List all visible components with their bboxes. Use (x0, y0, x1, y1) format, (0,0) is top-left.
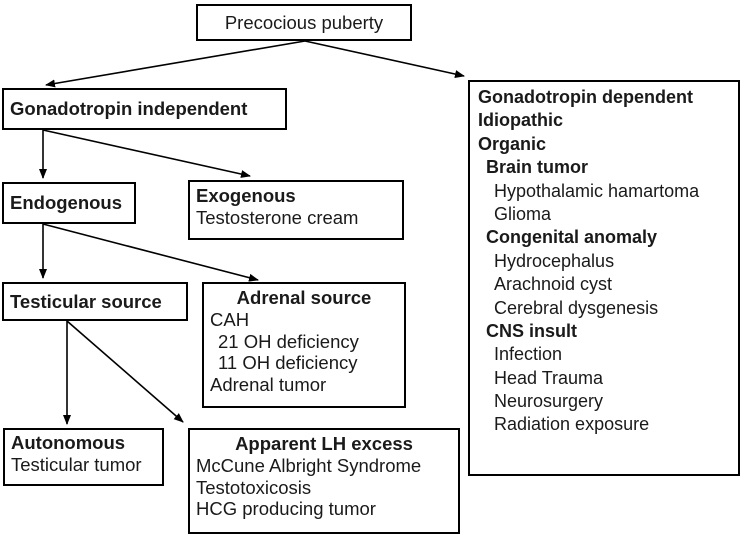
node-apparent-lh-excess-item: McCune Albright Syndrome (196, 454, 422, 476)
group-item-cns-insult: Infection (494, 344, 563, 365)
node-adrenal-source[interactable]: Adrenal source CAH 21 OH deficiency 11 O… (202, 282, 406, 408)
node-exogenous-title: Exogenous (196, 185, 296, 206)
node-apparent-lh-excess[interactable]: Apparent LH excess McCune Albright Syndr… (188, 428, 460, 534)
node-gonadotropin-dependent-title: Gonadotropin dependent (478, 87, 693, 107)
node-gonadotropin-dependent[interactable]: Gonadotropin dependent Idiopathic Organi… (468, 80, 740, 476)
group-item-congenital-anomaly: Hydrocephalus (494, 250, 615, 271)
node-exogenous-item: Testosterone cream (196, 206, 359, 228)
group-item-brain-tumor: Hypothalamic hamartoma (494, 180, 700, 201)
node-testicular-source[interactable]: Testicular source (2, 282, 188, 321)
node-autonomous[interactable]: Autonomous Testicular tumor (3, 428, 164, 486)
node-autonomous-item: Testicular tumor (11, 453, 142, 475)
node-autonomous-title: Autonomous (11, 432, 126, 453)
node-endogenous-title: Endogenous (10, 192, 123, 214)
group-item-cns-insult: Neurosurgery (494, 391, 604, 412)
arrow-independent-to-exogenous (42, 129, 251, 178)
group-heading-brain-tumor: Brain tumor (486, 157, 589, 178)
group-item-congenital-anomaly: Cerebral dysgenesis (494, 297, 659, 318)
node-exogenous[interactable]: Exogenous Testosterone cream (188, 180, 404, 240)
node-adrenal-source-item: 11 OH deficiency (218, 352, 358, 374)
node-gonadotropin-independent-title: Gonadotropin independent (10, 98, 248, 120)
node-apparent-lh-excess-item: HCG producing tumor (196, 498, 376, 520)
node-adrenal-source-item: Adrenal tumor (210, 374, 327, 396)
node-gonadotropin-dependent-organic: Organic (478, 133, 547, 154)
arrow-root-to-dependent (304, 40, 465, 78)
node-apparent-lh-excess-item: Testotoxicosis (196, 476, 312, 498)
group-item-cns-insult: Radiation exposure (494, 414, 650, 435)
node-endogenous[interactable]: Endogenous (2, 182, 136, 224)
group-heading-cns-insult: CNS insult (486, 320, 578, 341)
group-item-brain-tumor: Glioma (494, 203, 552, 224)
node-adrenal-source-item: 21 OH deficiency (218, 330, 359, 352)
group-item-cns-insult: Head Trauma (494, 367, 604, 388)
node-precocious-puberty[interactable]: Precocious puberty (196, 4, 412, 41)
node-apparent-lh-excess-title: Apparent LH excess (235, 433, 413, 454)
arrow-testicular-to-lh-excess (66, 320, 184, 423)
group-heading-congenital-anomaly: Congenital anomaly (486, 227, 658, 248)
node-gonadotropin-dependent-idiopathic: Idiopathic (478, 110, 563, 131)
node-testicular-source-title: Testicular source (10, 290, 162, 312)
node-precocious-puberty-label: Precocious puberty (224, 11, 384, 33)
node-adrenal-source-item: CAH (210, 308, 250, 330)
node-adrenal-source-title: Adrenal source (236, 287, 372, 308)
arrow-root-to-independent (45, 40, 306, 88)
group-item-congenital-anomaly: Arachnoid cyst (494, 274, 613, 295)
node-gonadotropin-independent[interactable]: Gonadotropin independent (2, 88, 287, 130)
